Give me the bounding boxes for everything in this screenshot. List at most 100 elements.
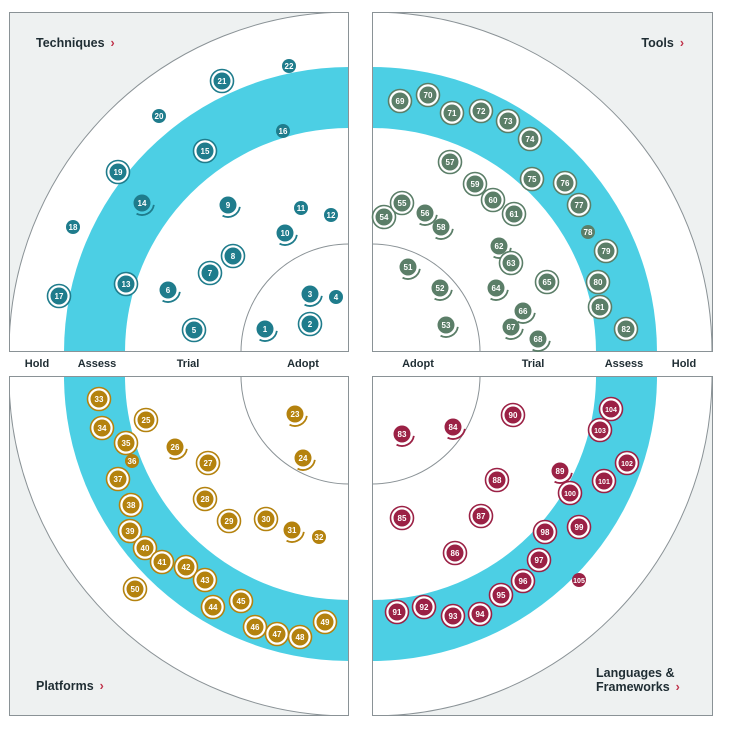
blip-46[interactable]: 46 xyxy=(242,614,268,640)
blip-41[interactable]: 41 xyxy=(149,549,175,575)
blip-31[interactable]: 31 xyxy=(283,521,305,543)
blip-61[interactable]: 61 xyxy=(501,201,527,227)
blip-92[interactable]: 92 xyxy=(411,594,437,620)
blip-93[interactable]: 93 xyxy=(440,603,466,629)
blip-24[interactable]: 24 xyxy=(294,449,316,471)
blip-59[interactable]: 59 xyxy=(462,171,488,197)
blip-32[interactable]: 32 xyxy=(312,530,326,544)
blip-105[interactable]: 105 xyxy=(572,573,586,587)
blip-84[interactable]: 84 xyxy=(444,418,466,440)
blip-75[interactable]: 75 xyxy=(519,166,545,192)
blip-3[interactable]: 3 xyxy=(301,285,323,307)
blip-42[interactable]: 42 xyxy=(173,554,199,580)
blip-45[interactable]: 45 xyxy=(228,588,254,614)
blip-74[interactable]: 74 xyxy=(517,126,543,152)
blip-103[interactable]: 103 xyxy=(587,417,613,443)
blip-22[interactable]: 22 xyxy=(282,59,296,73)
blip-81[interactable]: 81 xyxy=(587,294,613,320)
blip-60[interactable]: 60 xyxy=(480,187,506,213)
blip-29[interactable]: 29 xyxy=(216,508,242,534)
blip-101[interactable]: 101 xyxy=(591,468,617,494)
blip-72[interactable]: 72 xyxy=(468,98,494,124)
blip-5[interactable]: 5 xyxy=(181,317,207,343)
blip-94[interactable]: 94 xyxy=(467,601,493,627)
blip-15[interactable]: 15 xyxy=(192,138,218,164)
blip-51[interactable]: 51 xyxy=(399,258,421,280)
blip-58[interactable]: 58 xyxy=(432,218,454,240)
blip-44[interactable]: 44 xyxy=(200,594,226,620)
blip-17[interactable]: 17 xyxy=(46,283,72,309)
blip-23[interactable]: 23 xyxy=(286,405,308,427)
blip-48[interactable]: 48 xyxy=(287,624,313,650)
blip-21[interactable]: 21 xyxy=(209,68,235,94)
blip-68[interactable]: 68 xyxy=(529,330,551,352)
blip-40[interactable]: 40 xyxy=(132,535,158,561)
blip-99[interactable]: 99 xyxy=(566,514,592,540)
blip-38[interactable]: 38 xyxy=(118,492,144,518)
blip-35[interactable]: 35 xyxy=(113,430,139,456)
blip-71[interactable]: 71 xyxy=(439,100,465,126)
blip-33[interactable]: 33 xyxy=(86,386,112,412)
blip-104[interactable]: 104 xyxy=(598,396,624,422)
blip-95[interactable]: 95 xyxy=(488,582,514,608)
blip-16[interactable]: 16 xyxy=(276,124,290,138)
blip-54[interactable]: 54 xyxy=(371,204,397,230)
blip-64[interactable]: 64 xyxy=(487,279,509,301)
blip-20[interactable]: 20 xyxy=(152,109,166,123)
blip-52[interactable]: 52 xyxy=(431,279,453,301)
blip-65[interactable]: 65 xyxy=(534,269,560,295)
blip-57[interactable]: 57 xyxy=(437,149,463,175)
blip-63[interactable]: 63 xyxy=(498,250,524,276)
blip-55[interactable]: 55 xyxy=(389,190,415,216)
quadrant-label-languages-frameworks[interactable]: Languages &Frameworks› xyxy=(596,666,680,694)
blip-79[interactable]: 79 xyxy=(593,238,619,264)
blip-96[interactable]: 96 xyxy=(510,568,536,594)
blip-36[interactable]: 36 xyxy=(125,454,139,468)
blip-87[interactable]: 87 xyxy=(468,503,494,529)
blip-34[interactable]: 34 xyxy=(89,415,115,441)
blip-1[interactable]: 1 xyxy=(256,320,278,342)
blip-4[interactable]: 4 xyxy=(329,290,343,304)
blip-2[interactable]: 2 xyxy=(297,311,323,337)
blip-14[interactable]: 14 xyxy=(133,194,155,216)
blip-27[interactable]: 27 xyxy=(195,450,221,476)
blip-56[interactable]: 56 xyxy=(416,204,438,226)
blip-83[interactable]: 83 xyxy=(393,425,415,447)
blip-37[interactable]: 37 xyxy=(105,466,131,492)
blip-7[interactable]: 7 xyxy=(197,260,223,286)
blip-98[interactable]: 98 xyxy=(532,519,558,545)
blip-88[interactable]: 88 xyxy=(484,467,510,493)
blip-78[interactable]: 78 xyxy=(581,225,595,239)
blip-100[interactable]: 100 xyxy=(557,480,583,506)
blip-67[interactable]: 67 xyxy=(502,318,524,340)
blip-102[interactable]: 102 xyxy=(614,450,640,476)
blip-12[interactable]: 12 xyxy=(324,208,338,222)
blip-77[interactable]: 77 xyxy=(566,192,592,218)
blip-66[interactable]: 66 xyxy=(514,302,536,324)
blip-43[interactable]: 43 xyxy=(192,567,218,593)
blip-80[interactable]: 80 xyxy=(585,269,611,295)
blip-53[interactable]: 53 xyxy=(437,316,459,338)
blip-70[interactable]: 70 xyxy=(415,82,441,108)
blip-25[interactable]: 25 xyxy=(133,407,159,433)
blip-6[interactable]: 6 xyxy=(159,281,181,303)
blip-11[interactable]: 11 xyxy=(294,201,308,215)
quadrant-label-techniques[interactable]: Techniques› xyxy=(36,36,115,50)
blip-10[interactable]: 10 xyxy=(276,224,298,246)
blip-91[interactable]: 91 xyxy=(384,599,410,625)
blip-18[interactable]: 18 xyxy=(66,220,80,234)
blip-82[interactable]: 82 xyxy=(613,316,639,342)
blip-73[interactable]: 73 xyxy=(495,108,521,134)
blip-76[interactable]: 76 xyxy=(552,170,578,196)
blip-26[interactable]: 26 xyxy=(166,438,188,460)
blip-28[interactable]: 28 xyxy=(192,486,218,512)
blip-19[interactable]: 19 xyxy=(105,159,131,185)
blip-50[interactable]: 50 xyxy=(122,576,148,602)
blip-30[interactable]: 30 xyxy=(253,506,279,532)
blip-69[interactable]: 69 xyxy=(387,88,413,114)
quadrant-label-tools[interactable]: Tools› xyxy=(641,36,684,50)
blip-8[interactable]: 8 xyxy=(220,243,246,269)
blip-49[interactable]: 49 xyxy=(312,609,338,635)
blip-97[interactable]: 97 xyxy=(526,547,552,573)
